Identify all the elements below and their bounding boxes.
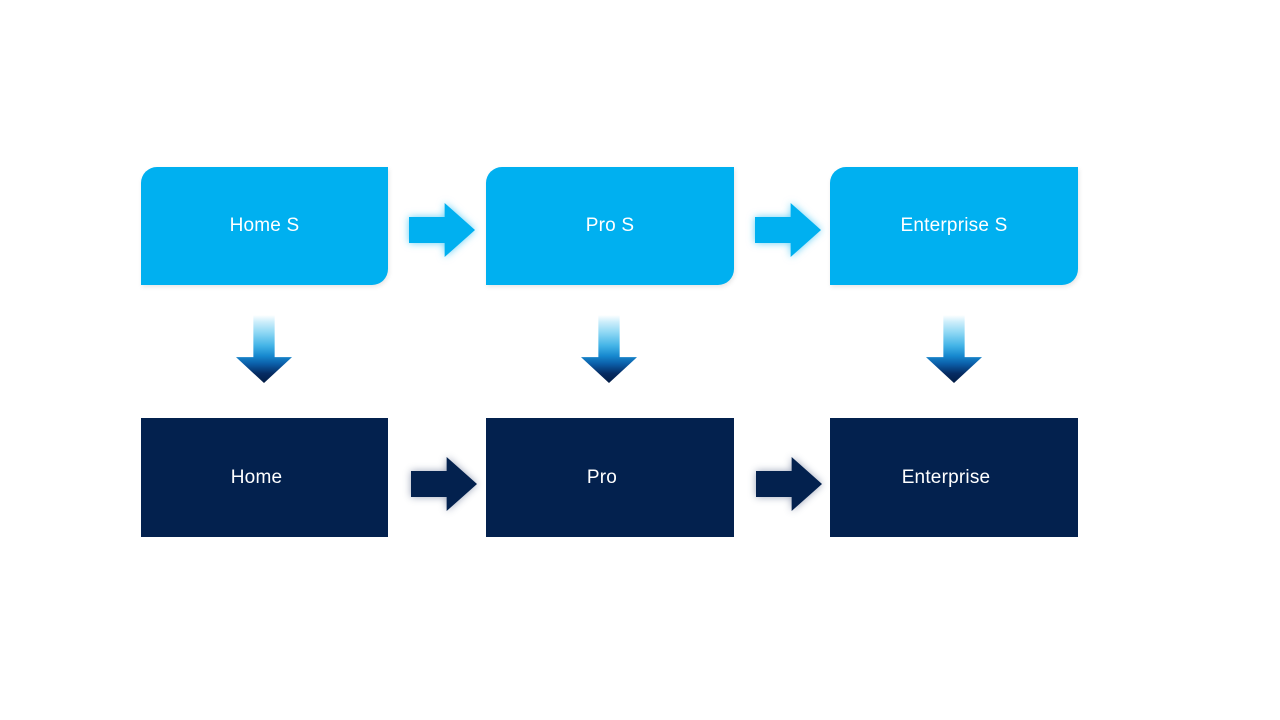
right-arrow-shape: [755, 203, 821, 257]
box-label-pro: Pro: [586, 466, 618, 488]
box-label-home-s: Home S: [229, 215, 300, 236]
bottom-box-pro: Pro: [486, 418, 734, 537]
right-arrow-icon: [409, 203, 475, 257]
box-label-home: Home: [230, 466, 283, 488]
right-arrow-icon: [755, 203, 821, 257]
right-arrow-shape: [756, 457, 822, 511]
box-label-pro-s: Pro S: [585, 215, 635, 236]
down-arrow-shape: [926, 315, 982, 383]
top-box-home-s: Home S: [141, 167, 388, 285]
box-label-enterprise: Enterprise: [901, 466, 991, 488]
down-arrow-shape: [581, 315, 637, 383]
right-arrow-icon: [756, 457, 822, 511]
down-arrow-shape: [236, 315, 292, 383]
top-box-pro-s: Pro S: [486, 167, 734, 285]
down-arrow-icon: [926, 315, 982, 383]
top-box-enterprise-s: Enterprise S: [830, 167, 1078, 285]
box-label-enterprise-s: Enterprise S: [900, 215, 1008, 236]
down-arrow-icon: [581, 315, 637, 383]
bottom-box-enterprise: Enterprise: [830, 418, 1078, 537]
right-arrow-shape: [409, 203, 475, 257]
right-arrow-shape: [411, 457, 477, 511]
down-arrow-icon: [236, 315, 292, 383]
bottom-box-home: Home: [141, 418, 388, 537]
right-arrow-icon: [411, 457, 477, 511]
